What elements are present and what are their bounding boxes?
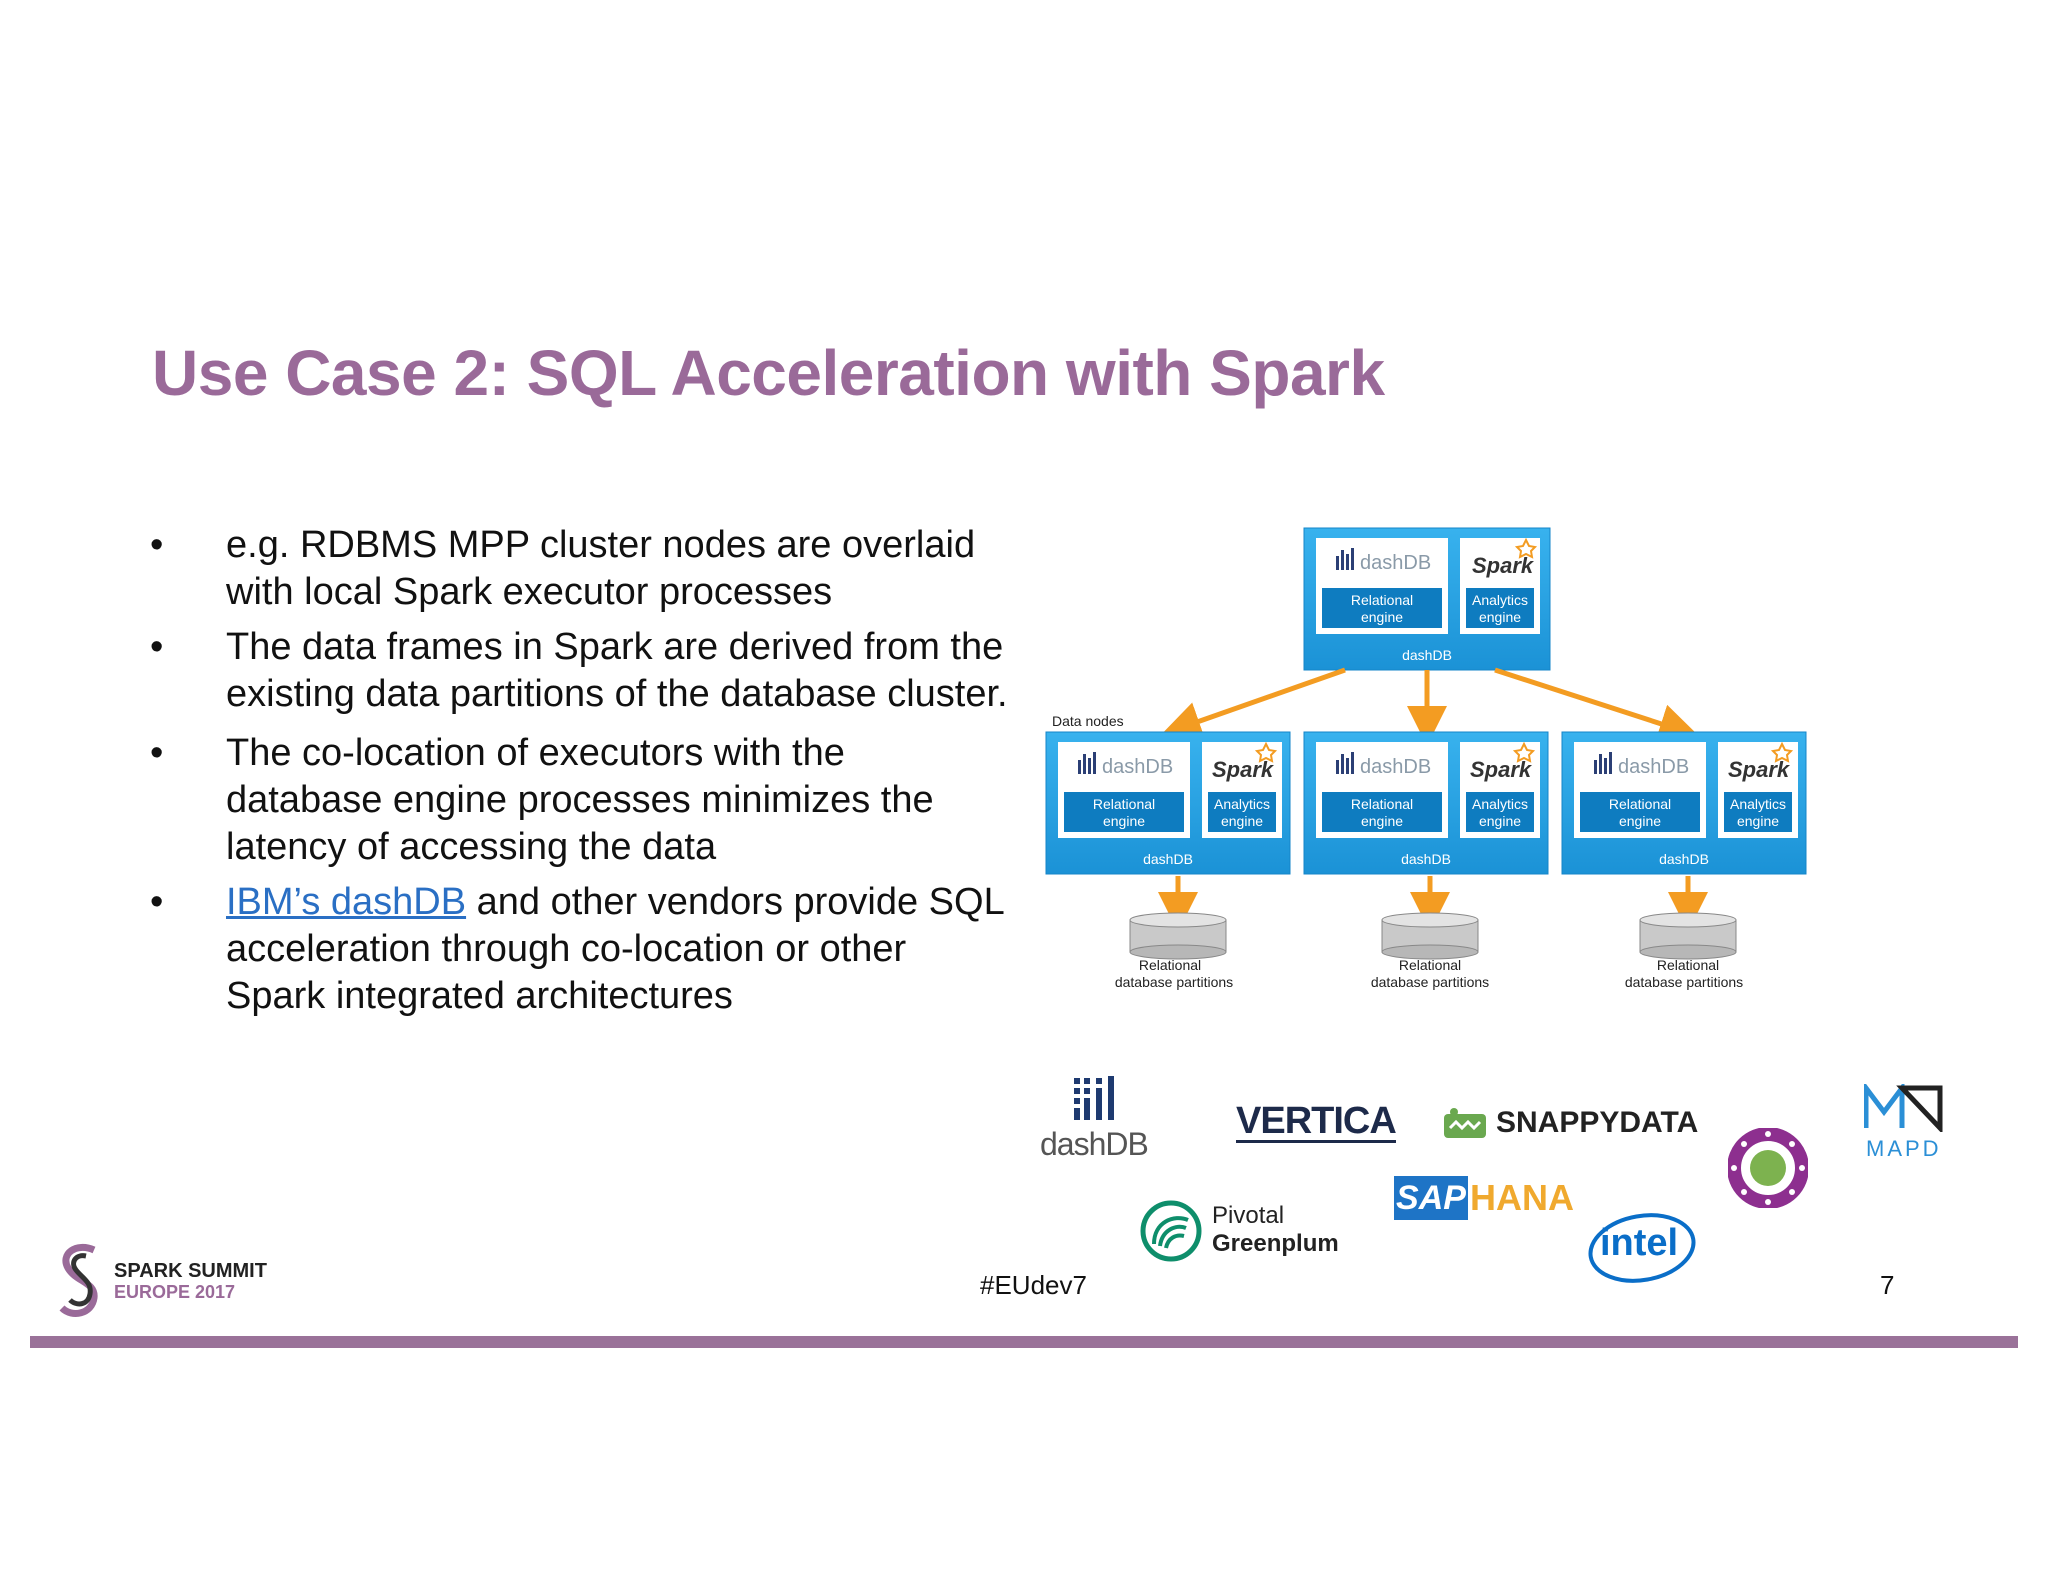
hashtag: #EUdev7 xyxy=(980,1270,1087,1300)
relational-engine-label: engine xyxy=(1361,609,1403,625)
snappydata-logo-icon xyxy=(1444,1108,1486,1138)
dashdb-logo-icon xyxy=(1074,1076,1114,1120)
mapd-logo: MAPD xyxy=(1864,1084,1948,1164)
database-partition-icon xyxy=(1129,912,1227,960)
bullet-item: • e.g. RDBMS MPP cluster nodes are overl… xyxy=(150,522,1010,616)
data-node: dashDB Spark Relational engine Analytics… xyxy=(1561,731,1807,875)
dashdb-mark-icon xyxy=(1336,548,1354,570)
analytics-engine-label: engine xyxy=(1737,813,1779,829)
dashdb-mark-icon xyxy=(1336,752,1354,774)
partition-label: database partitions xyxy=(1625,974,1743,990)
database-partition-icon xyxy=(1639,912,1737,960)
spark-star-icon xyxy=(1512,741,1536,763)
footer-accent-bar xyxy=(30,1336,2018,1348)
spark-logo-text: Spark xyxy=(1728,757,1791,782)
relational-engine-label: engine xyxy=(1619,813,1661,829)
partition-label: Relational xyxy=(1657,957,1719,973)
page-number: 7 xyxy=(1880,1270,1895,1300)
spark-star-icon xyxy=(1514,537,1538,559)
intel-logo: intel xyxy=(1586,1210,1698,1284)
bullet-item: • The co-location of executors with the … xyxy=(150,730,1010,871)
spark-summit-s-icon xyxy=(59,1243,98,1317)
spark-logo-text: Spark xyxy=(1470,757,1533,782)
bullet-marker: • xyxy=(150,732,164,774)
dashdb-label: dashDB xyxy=(1102,756,1173,778)
intel-swoosh-icon xyxy=(1588,1213,1696,1283)
greenplum-logo-icon xyxy=(1140,1200,1202,1262)
bullet-text: The co-location of executors with the da… xyxy=(226,732,934,868)
analytics-engine-label: engine xyxy=(1479,609,1521,625)
bullet-text: The data frames in Spark are derived fro… xyxy=(226,626,1008,715)
relational-engine-label: Relational xyxy=(1609,796,1671,812)
bullet-text: e.g. RDBMS MPP cluster nodes are overlai… xyxy=(226,524,976,613)
analytics-engine-label: Analytics xyxy=(1214,796,1270,812)
node-dashdb-label: dashDB xyxy=(1659,851,1709,867)
dashdb-mark-icon xyxy=(1594,752,1612,774)
snappydata-logo-text: SNAPPYDATA xyxy=(1496,1106,1699,1139)
slide-title: Use Case 2: SQL Acceleration with Spark xyxy=(152,337,1385,409)
partition-label: Relational xyxy=(1399,957,1461,973)
bullet-marker: • xyxy=(150,524,164,566)
bullet-marker: • xyxy=(150,881,164,923)
data-node: dashDB Spark Relational engine Analytics… xyxy=(1045,731,1291,875)
dashdb-label: dashDB xyxy=(1360,552,1431,574)
dashdb-label: dashDB xyxy=(1618,756,1689,778)
architecture-diagram: dashDB Spark Relational engine Analytics… xyxy=(1045,527,1807,990)
dashdb-logo-text: dashDB xyxy=(1040,1126,1149,1162)
dashdb-label: dashDB xyxy=(1360,756,1431,778)
brand-line1: SPARK SUMMIT xyxy=(114,1260,267,1282)
analytics-engine-label: Analytics xyxy=(1472,592,1528,608)
data-nodes-label: Data nodes xyxy=(1052,713,1124,729)
analytics-engine-label: engine xyxy=(1221,813,1263,829)
snappydata-logo: SNAPPYDATA xyxy=(1444,1104,1704,1148)
node-dashdb-label: dashDB xyxy=(1143,851,1193,867)
hana-logo-text: HANA xyxy=(1470,1177,1574,1218)
spark-summit-logo: SPARK SUMMIT EUROPE 2017 xyxy=(56,1240,296,1324)
node-dashdb-label: dashDB xyxy=(1401,851,1451,867)
purple-ring-logo-icon xyxy=(1728,1128,1808,1208)
analytics-engine-label: Analytics xyxy=(1730,796,1786,812)
spark-logo-text: Spark xyxy=(1472,553,1535,578)
partition-label: Relational xyxy=(1139,957,1201,973)
spark-star-icon xyxy=(1254,741,1278,763)
relational-engine-label: engine xyxy=(1103,813,1145,829)
database-partition-icon xyxy=(1381,912,1479,960)
mapd-logo-icon xyxy=(1864,1084,1943,1132)
bullet-item: • IBM’s dashDB and other vendors provide… xyxy=(150,879,1010,1020)
data-node: dashDB Spark Relational engine Analytics… xyxy=(1303,731,1549,875)
master-node: dashDB Spark Relational engine Analytics… xyxy=(1303,527,1551,671)
dashdb-logo: dashDB xyxy=(1040,1074,1150,1164)
arrow-right xyxy=(1494,667,1700,743)
spark-logo-text: Spark xyxy=(1212,757,1275,782)
partition-label: database partitions xyxy=(1371,974,1489,990)
sap-logo-text: SAP xyxy=(1394,1176,1468,1220)
node-dashdb-label: dashDB xyxy=(1402,647,1452,663)
spark-star-icon xyxy=(1770,741,1794,763)
relational-engine-label: Relational xyxy=(1351,796,1413,812)
pivotal-greenplum-logo: Pivotal Greenplum xyxy=(1140,1198,1370,1264)
relational-engine-label: Relational xyxy=(1351,592,1413,608)
relational-engine-label: Relational xyxy=(1093,796,1155,812)
brand-line2: EUROPE 2017 xyxy=(114,1282,236,1302)
mapd-logo-text: MAPD xyxy=(1866,1136,1942,1161)
vertica-logo: VERTICA xyxy=(1236,1100,1397,1143)
pivotal-logo-text: Pivotal xyxy=(1212,1202,1285,1229)
sap-hana-logo: SAP HANA xyxy=(1394,1176,1574,1224)
intel-logo-text: intel xyxy=(1600,1222,1679,1264)
arrow-left xyxy=(1161,667,1346,741)
dashdb-mark-icon xyxy=(1078,752,1096,774)
analytics-engine-label: Analytics xyxy=(1472,796,1528,812)
greenplum-logo-text: Greenplum xyxy=(1212,1230,1339,1257)
bullet-marker: • xyxy=(150,626,164,668)
partition-label: database partitions xyxy=(1115,974,1233,990)
relational-engine-label: engine xyxy=(1361,813,1403,829)
ibm-dashdb-link[interactable]: IBM’s dashDB xyxy=(226,881,467,923)
bullet-list: • e.g. RDBMS MPP cluster nodes are overl… xyxy=(150,522,1010,1028)
analytics-engine-label: engine xyxy=(1479,813,1521,829)
bullet-text: and other vendors provide SQL accelerati… xyxy=(226,881,1004,1017)
bullet-item: • The data frames in Spark are derived f… xyxy=(150,624,1010,718)
